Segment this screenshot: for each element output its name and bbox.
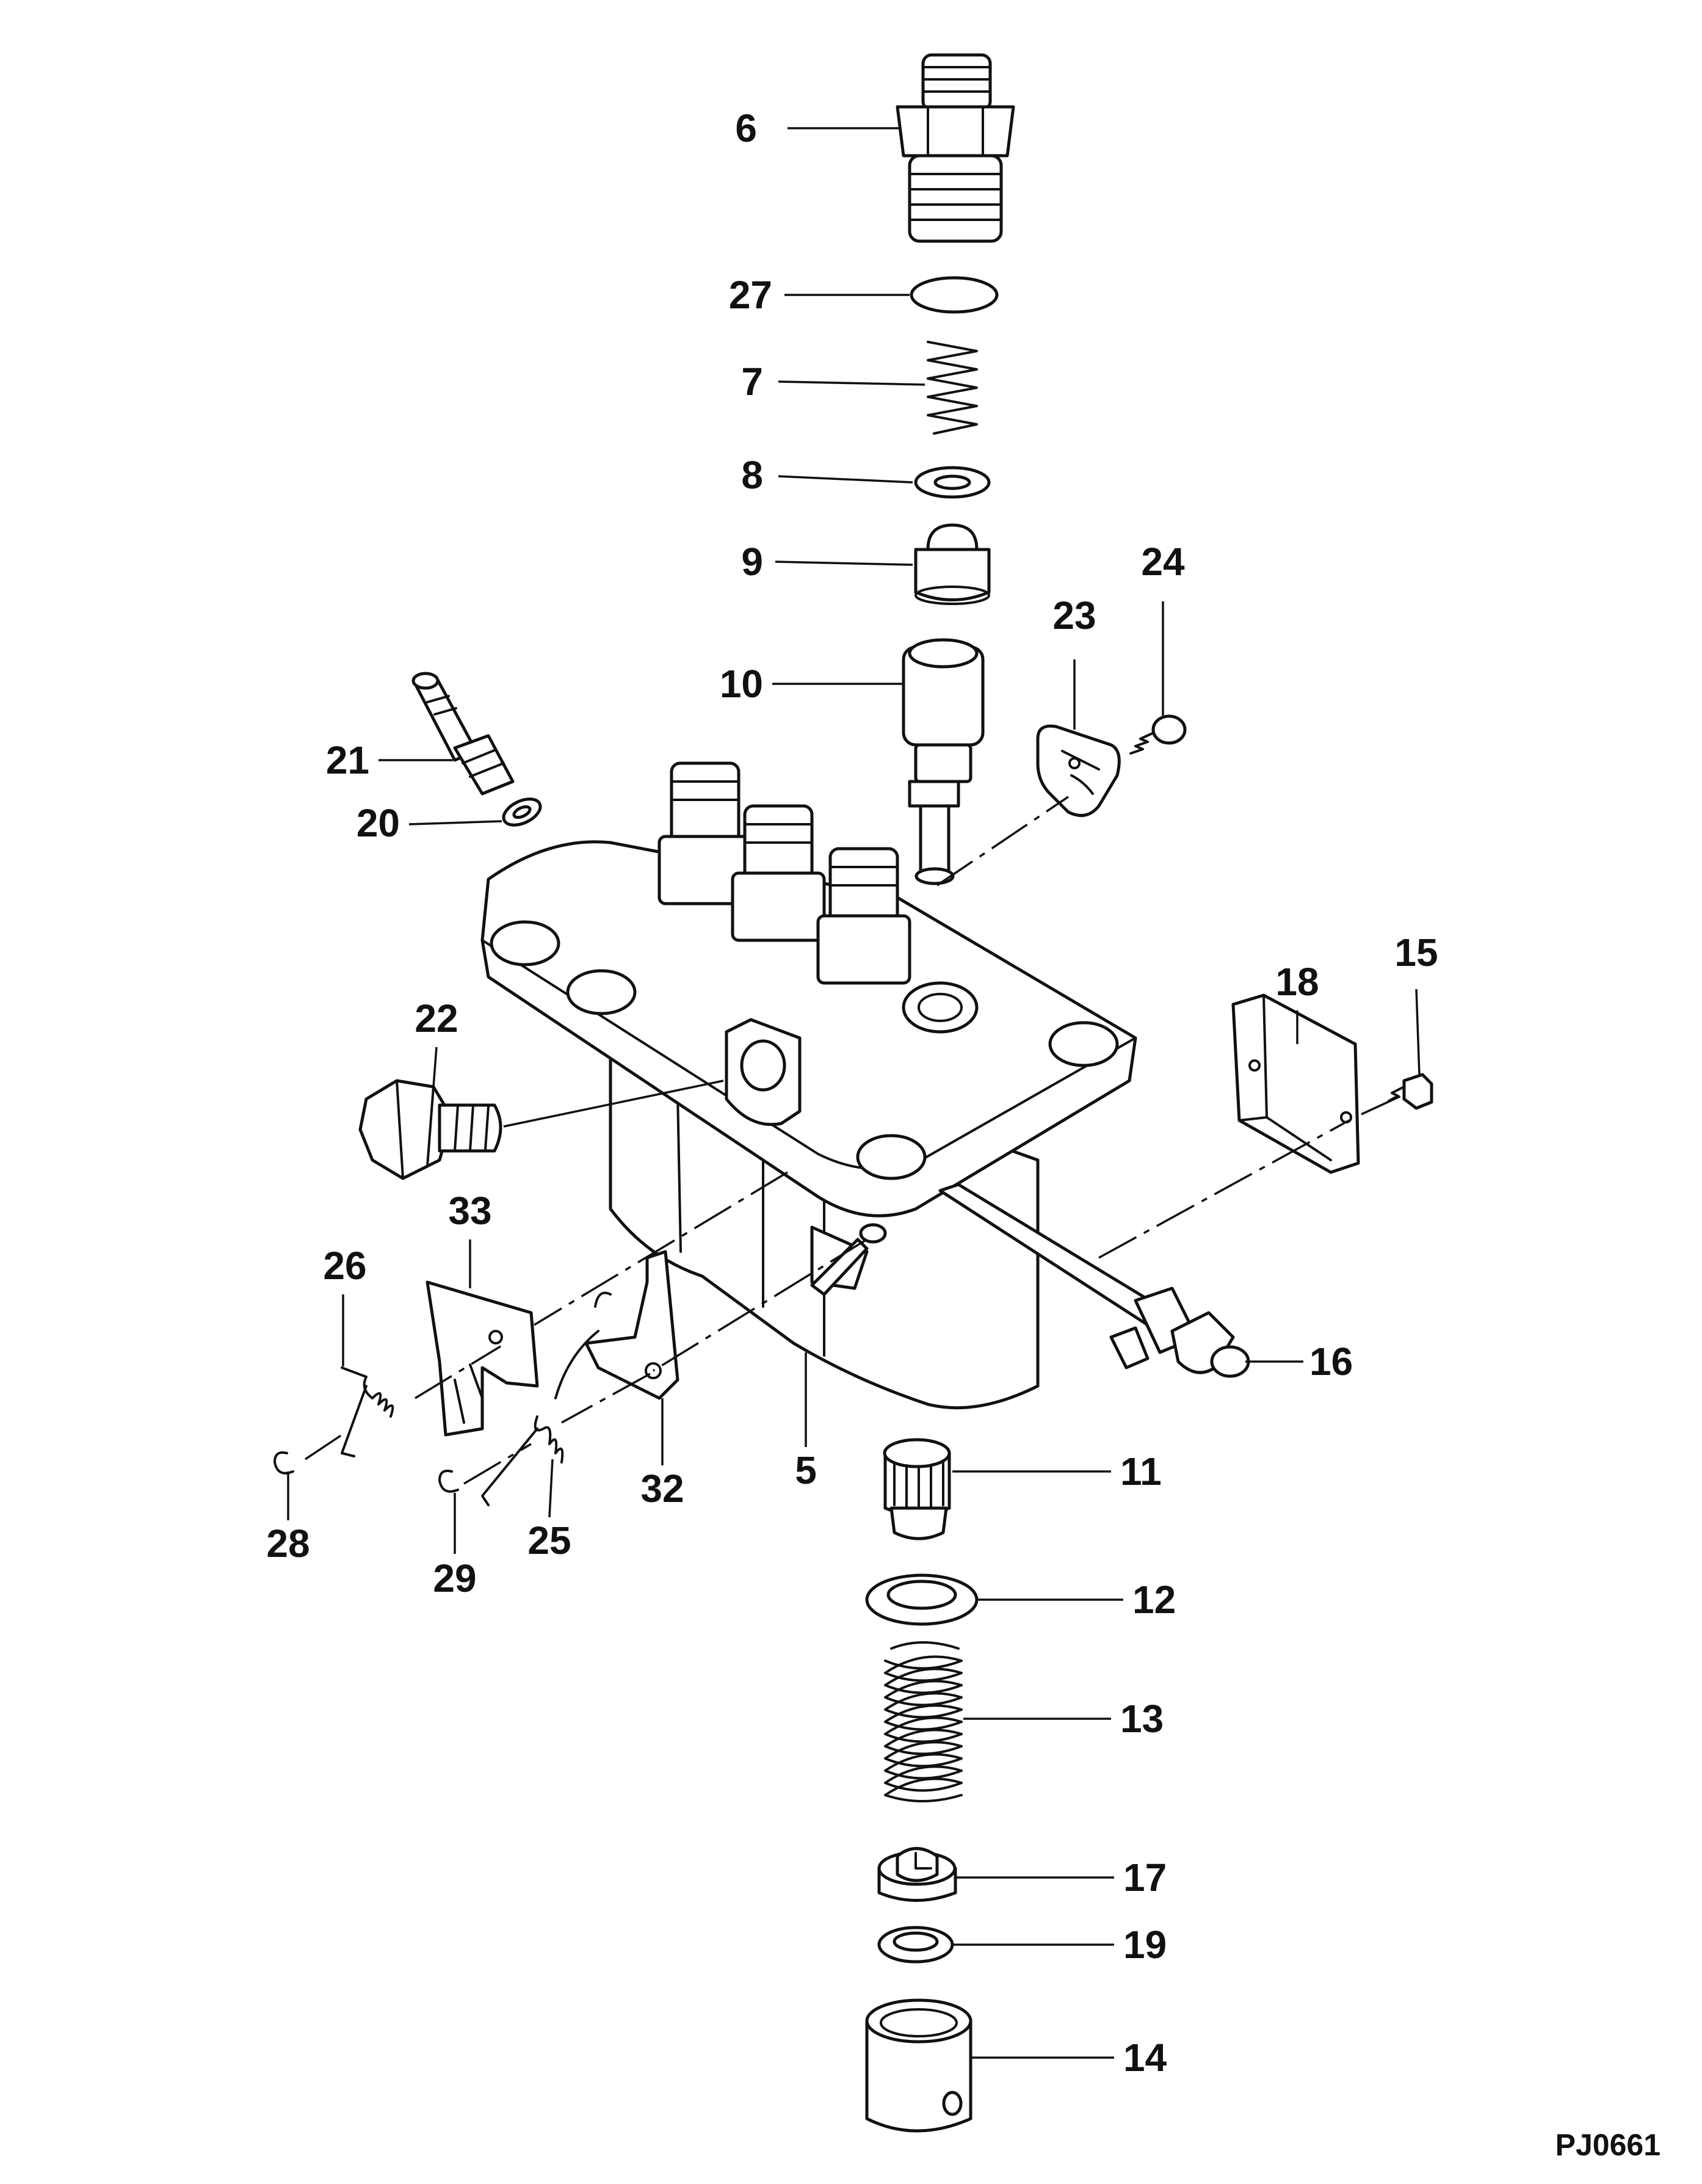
callout-25: 25 (527, 1518, 571, 1562)
part-16-control-rack (938, 1183, 1250, 1378)
part-9-delivery-valve (914, 523, 991, 605)
assembly-axes (305, 796, 1402, 1485)
callout-5: 5 (795, 1448, 817, 1492)
part-29-clip (438, 1470, 459, 1493)
callout-33: 33 (448, 1189, 491, 1233)
part-5-pump-housing (480, 761, 1137, 1410)
callout-22: 22 (415, 996, 458, 1040)
callout-19: 19 (1123, 1923, 1167, 1967)
part-22-plug-bolt (358, 1079, 502, 1180)
part-8-washer (914, 466, 991, 499)
callout-15: 15 (1394, 931, 1438, 974)
callout-9: 9 (741, 540, 763, 584)
part-10-plunger (902, 638, 985, 885)
callout-21: 21 (326, 738, 369, 782)
callout-29: 29 (433, 1556, 476, 1600)
part-19-shim (877, 1926, 954, 1964)
callout-18: 18 (1275, 960, 1319, 1004)
part-26-spring (341, 1366, 394, 1457)
callout-16: 16 (1309, 1340, 1353, 1384)
callout-labels: 6 27 7 8 9 10 23 24 21 20 22 18 15 33 26… (266, 106, 1438, 2080)
leader-lines (287, 127, 1421, 2059)
part-28-clip (273, 1451, 294, 1475)
figure-code: PJ0661 (1555, 2128, 1660, 2162)
callout-17: 17 (1123, 1856, 1167, 1899)
part-11-pinion (883, 1438, 951, 1540)
callout-10: 10 (720, 662, 763, 706)
callout-13: 13 (1120, 1697, 1164, 1741)
part-14-tappet (865, 1998, 972, 2133)
callout-32: 32 (640, 1467, 684, 1511)
part-13-plunger-spring (884, 1641, 963, 1802)
part-18-cover-plate (1231, 993, 1360, 1174)
callout-12: 12 (1132, 1578, 1176, 1622)
part-21-fuel-inlet-pipe (411, 672, 515, 796)
callout-20: 20 (357, 801, 400, 845)
callout-28: 28 (266, 1522, 310, 1565)
part-15-screw (1388, 1073, 1433, 1110)
part-12-spring-seat (865, 1573, 979, 1626)
callout-11: 11 (1120, 1449, 1162, 1493)
callout-27: 27 (729, 273, 772, 317)
callout-23: 23 (1052, 593, 1096, 637)
callout-8: 8 (741, 453, 763, 497)
callout-7: 7 (741, 360, 763, 404)
callout-24: 24 (1141, 540, 1185, 584)
callout-14: 14 (1123, 2036, 1167, 2080)
part-32-lever (584, 1250, 679, 1400)
part-6-delivery-valve-holder (896, 53, 1015, 243)
callout-6: 6 (735, 106, 757, 150)
part-24-screw (1129, 714, 1187, 755)
part-25-spring (481, 1330, 599, 1506)
part-7-spring (927, 341, 978, 435)
part-17-lower-seat (877, 1847, 957, 1902)
part-27-o-ring (910, 276, 999, 314)
part-20-washer (502, 797, 542, 827)
part-23-control-arm (1036, 724, 1121, 818)
callout-26: 26 (323, 1244, 366, 1288)
